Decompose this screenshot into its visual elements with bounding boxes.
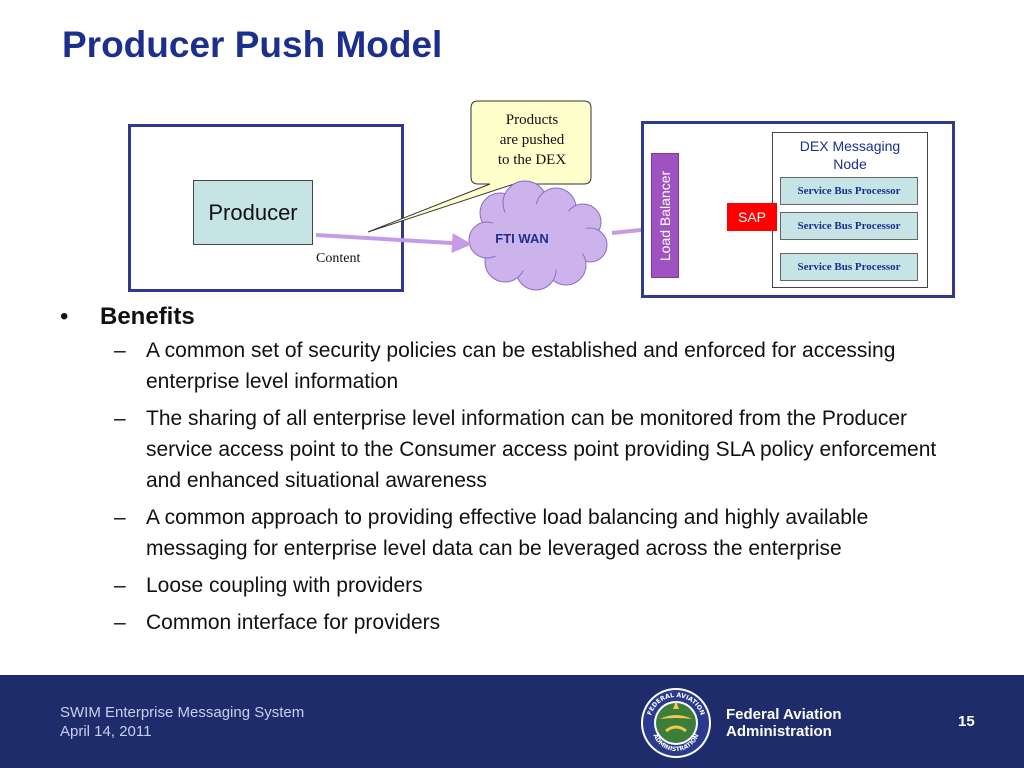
load-balancer-box: Load Balancer (651, 153, 679, 278)
content-label: Content (316, 251, 361, 266)
system-name: SWIM Enterprise Messaging System (60, 704, 305, 721)
callout-text: Products are pushed to the DEX (476, 110, 588, 170)
callout-line: are pushed (499, 132, 565, 148)
list-item-text: Loose coupling with providers (146, 574, 423, 597)
fti-wan-label: FTI WAN (495, 231, 549, 246)
list-item-text: A common set of security policies can be… (146, 339, 896, 393)
bullet-icon: • (60, 303, 69, 330)
list-item-text: The sharing of all enterprise level info… (146, 407, 937, 492)
callout-line: to the DEX (497, 152, 567, 168)
dash-icon: – (114, 407, 126, 430)
faa-seal-icon: FEDERAL AVIATION ADMINISTRATION (641, 688, 711, 758)
list-item: – Common interface for providers (114, 607, 990, 638)
dex-node-title-line: Node (833, 156, 867, 172)
page-number: 15 (958, 713, 975, 730)
benefits-heading: Benefits (100, 303, 195, 330)
service-bus-processor: Service Bus Processor (780, 177, 918, 205)
list-item-text: A common approach to providing effective… (146, 506, 869, 560)
dex-node-title-line: DEX Messaging (799, 138, 901, 154)
footer-left: SWIM Enterprise Messaging System April 1… (60, 703, 304, 741)
fti-wan-cloud (468, 180, 608, 291)
list-item-text: Common interface for providers (146, 611, 441, 634)
dash-icon: – (114, 574, 126, 597)
callout-bubble (367, 100, 592, 233)
producer-label: Producer (208, 199, 298, 225)
service-bus-processor: Service Bus Processor (780, 253, 918, 281)
slide-title: Producer Push Model (62, 24, 443, 65)
list-item: – The sharing of all enterprise level in… (114, 403, 990, 496)
benefits-list: – A common set of security policies can … (60, 335, 990, 638)
service-bus-processor: Service Bus Processor (780, 212, 918, 240)
sap-label: SAP (737, 209, 766, 225)
dash-icon: – (114, 506, 126, 529)
list-item: – A common set of security policies can … (114, 335, 990, 397)
list-item: – Loose coupling with providers (114, 570, 990, 601)
presentation-date: April 14, 2011 (60, 723, 152, 740)
content-arrow (315, 233, 472, 254)
agency-name-line: Administration (726, 723, 832, 740)
dex-node-title: DEX Messaging Node (773, 137, 927, 173)
diagram-graphics (315, 100, 726, 291)
dash-icon: – (114, 339, 126, 362)
benefits-section: • Benefits – A common set of security po… (60, 303, 990, 644)
dash-icon: – (114, 611, 126, 634)
sap-box: SAP (727, 203, 777, 231)
load-balancer-label: Load Balancer (657, 170, 673, 261)
list-item: – A common approach to providing effecti… (114, 502, 990, 564)
footer-bar: SWIM Enterprise Messaging System April 1… (0, 675, 1024, 768)
agency-name-line: Federal Aviation (726, 706, 842, 723)
agency-name: Federal Aviation Administration (726, 706, 842, 740)
producer-box: Producer (193, 180, 313, 245)
callout-line: Products (505, 112, 559, 128)
benefits-bullet: • Benefits (60, 303, 990, 331)
